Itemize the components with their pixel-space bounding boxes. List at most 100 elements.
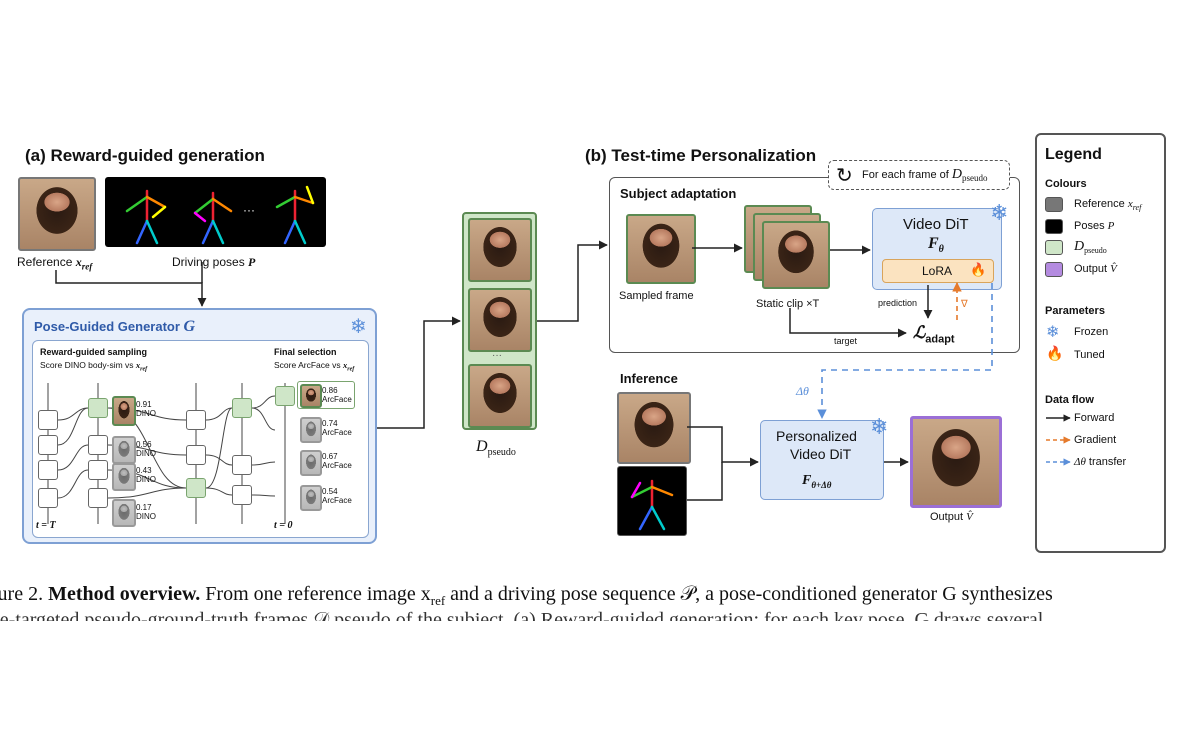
inference-pose-image bbox=[617, 466, 687, 536]
sampling-node bbox=[38, 488, 58, 508]
snowflake-icon: ❄ bbox=[350, 316, 367, 338]
fire-icon: 🔥 bbox=[970, 262, 987, 277]
inference-reference-image bbox=[617, 392, 691, 464]
sampling-node bbox=[38, 435, 58, 455]
gradient-symbol: ∇ bbox=[961, 299, 968, 310]
sampling-node bbox=[186, 410, 206, 430]
dino-thumb bbox=[112, 499, 136, 527]
personalized-line1: Personalized bbox=[776, 428, 857, 444]
subject-adaptation-title: Subject adaptation bbox=[620, 186, 737, 201]
snowflake-icon: ❄ bbox=[1046, 324, 1060, 341]
pose-ellipsis: ··· bbox=[243, 203, 255, 217]
sampling-node-selected bbox=[232, 398, 252, 418]
lora-label: LoRA bbox=[922, 264, 953, 278]
delta-theta-label: Δθ bbox=[796, 384, 809, 398]
legend-swatch-output bbox=[1045, 262, 1063, 277]
loop-box bbox=[828, 160, 1010, 190]
legend-colours-title: Colours bbox=[1045, 178, 1087, 190]
sampling-subtitle: Score DINO body-sim vs xref bbox=[40, 360, 148, 373]
loss-label: ℒadapt bbox=[913, 323, 955, 346]
sampling-node bbox=[88, 460, 108, 480]
sampling-node-selected bbox=[186, 478, 206, 498]
subject-adaptation-box bbox=[609, 177, 1020, 353]
snowflake-icon: ❄ bbox=[870, 414, 889, 439]
pose-skeleton bbox=[630, 479, 674, 531]
figure-caption: igure 2. Method overview. From one refer… bbox=[0, 583, 1200, 621]
arcface-thumb bbox=[300, 417, 322, 443]
personalized-dit-box bbox=[760, 420, 884, 500]
sampling-node bbox=[232, 485, 252, 505]
pseudo-frame bbox=[468, 218, 532, 282]
legend-output: Output V̂ bbox=[1074, 263, 1117, 275]
personalized-math: Fθ+Δθ bbox=[802, 473, 832, 490]
reference-image bbox=[18, 177, 96, 251]
sampling-node bbox=[38, 460, 58, 480]
sampling-node bbox=[232, 455, 252, 475]
arcface-thumb bbox=[300, 450, 322, 476]
sampling-node bbox=[186, 445, 206, 465]
output-image bbox=[910, 416, 1002, 508]
snowflake-icon: ❄ bbox=[990, 200, 1009, 225]
legend-flow-arrows bbox=[1046, 414, 1071, 466]
legend-frozen: Frozen bbox=[1074, 326, 1109, 338]
sampled-frame-label: Sampled frame bbox=[619, 290, 694, 302]
arcface-thumb bbox=[300, 384, 322, 408]
panel-b-title: (b) Test-time Personalization bbox=[585, 146, 817, 165]
static-clip-label: Static clip ×T bbox=[756, 298, 820, 310]
sampling-node-selected bbox=[88, 398, 108, 418]
loop-icon: ↻ bbox=[836, 165, 853, 187]
legend-swatch-pseudo bbox=[1045, 240, 1063, 255]
dino-thumb bbox=[112, 396, 136, 426]
pseudo-label: Dpseudo bbox=[476, 438, 516, 459]
loop-label: For each frame of Dpseudo bbox=[862, 167, 988, 184]
legend-gradient: Gradient bbox=[1074, 434, 1117, 446]
driving-poses-caption: Driving poses P bbox=[172, 255, 256, 269]
caption-line-2: ose-targeted pseudo-ground-truth frames … bbox=[0, 609, 1044, 621]
legend-flow-title: Data flow bbox=[1045, 394, 1094, 406]
legend-poses: Poses P bbox=[1074, 220, 1115, 232]
caption-line-1: igure 2. Method overview. From one refer… bbox=[0, 583, 1053, 608]
sampled-frame bbox=[626, 214, 696, 284]
video-dit-label: Video DiT bbox=[903, 216, 969, 233]
pose-guided-generator: Pose-Guided Generator G ❄ bbox=[22, 308, 377, 544]
t-end-label: t = 0 bbox=[274, 520, 293, 531]
inference-title: Inference bbox=[620, 371, 678, 386]
reference-caption: Reference xref bbox=[17, 255, 93, 272]
legend-delta-transfer: Δθ transfer bbox=[1074, 456, 1127, 468]
pseudo-frame bbox=[468, 288, 532, 352]
sampling-title: Reward-guided sampling bbox=[40, 347, 148, 357]
final-node-selected bbox=[275, 386, 295, 406]
static-clip-frame bbox=[762, 221, 830, 289]
legend-title: Legend bbox=[1045, 146, 1102, 163]
t-start-label: t = T bbox=[36, 520, 56, 531]
personalized-line2: Video DiT bbox=[790, 446, 852, 462]
arcface-thumb bbox=[300, 485, 322, 511]
target-label: target bbox=[834, 336, 858, 346]
sampling-node bbox=[88, 435, 108, 455]
legend-swatch-poses bbox=[1045, 219, 1063, 234]
legend-swatch-reference bbox=[1045, 197, 1063, 212]
pseudo-ellipsis: ··· bbox=[492, 350, 502, 361]
final-selection-subtitle: Score ArcFace vs xref bbox=[274, 360, 355, 373]
output-label: Output V̂ bbox=[930, 511, 973, 523]
legend-params-title: Parameters bbox=[1045, 305, 1105, 317]
fire-icon: 🔥 bbox=[1046, 345, 1064, 361]
legend-tuned: Tuned bbox=[1074, 349, 1105, 361]
driving-poses-strip: ··· bbox=[105, 177, 326, 247]
sampling-node bbox=[88, 488, 108, 508]
legend-reference: Reference xref bbox=[1074, 198, 1142, 213]
legend-forward: Forward bbox=[1074, 412, 1115, 424]
lora-box bbox=[882, 259, 994, 283]
pseudo-frame bbox=[468, 364, 532, 428]
video-dit-math: Fθ bbox=[928, 235, 944, 256]
dino-thumb bbox=[112, 463, 136, 491]
legend-panel bbox=[1035, 133, 1166, 553]
